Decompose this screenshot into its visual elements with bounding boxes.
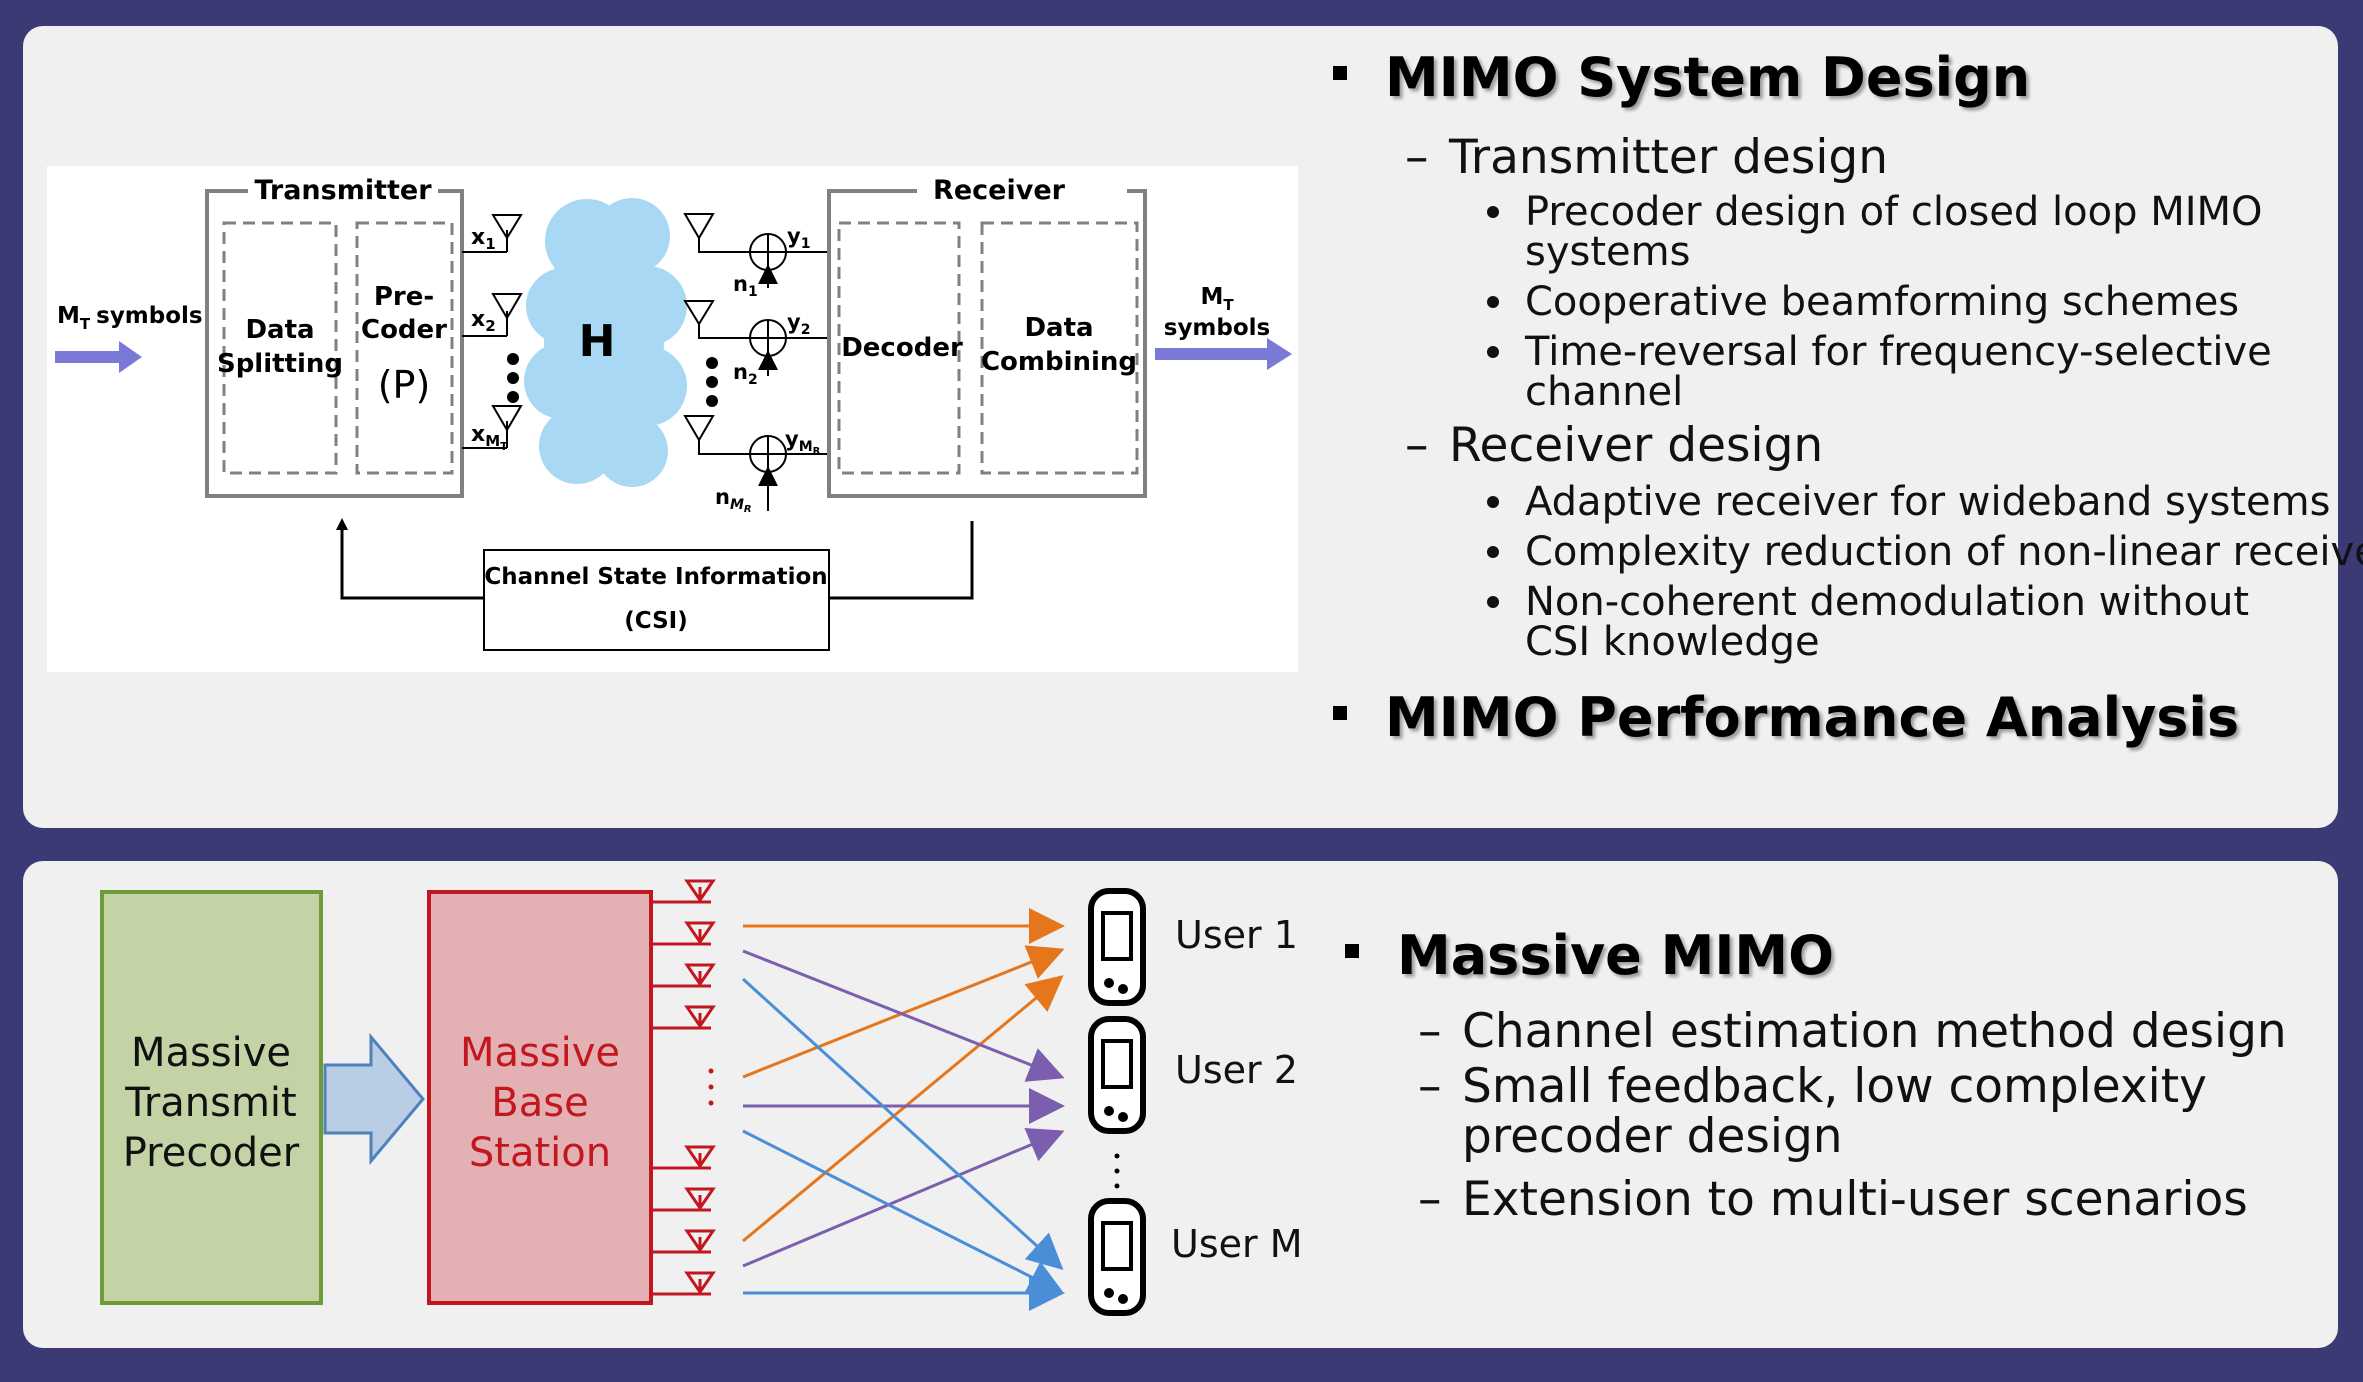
csi-feedback-arrowhead xyxy=(336,518,348,530)
tx-item-3: Time-reversal for frequency-selective ch… xyxy=(1487,329,2285,415)
massive-transmit-precoder-box xyxy=(100,890,323,1305)
noise-label-1: n1 xyxy=(733,272,758,300)
transmitter-title: Transmitter xyxy=(254,175,432,206)
rx-item-1: Adaptive receiver for wideband systems xyxy=(1487,479,2331,525)
precoder-to-bs-arrow xyxy=(323,1032,425,1166)
output-arrow xyxy=(1155,338,1292,370)
user-1-label: User 1 xyxy=(1175,913,1298,957)
massive-item-1-text: Channel estimation method design xyxy=(1462,1004,2287,1059)
heading-massive-mimo: Massive MIMO xyxy=(1345,924,1834,987)
decoder-label: Decoder xyxy=(841,333,963,363)
precoder-box-line3: Precoder xyxy=(123,1130,300,1176)
tx-label-2: x2 xyxy=(471,307,496,335)
precoder-box-line2: Transmit xyxy=(124,1080,296,1126)
rx-item-3-text: Non-coherent demodulation without CSI kn… xyxy=(1525,579,2250,665)
rx-item-1-text: Adaptive receiver for wideband systems xyxy=(1525,479,2331,525)
massive-item-1: –Channel estimation method design xyxy=(1418,1004,2287,1059)
rx-item-3: Non-coherent demodulation without CSI kn… xyxy=(1487,579,2315,665)
tx-label-1: x1 xyxy=(471,225,496,253)
precoder-box xyxy=(355,221,454,475)
precoder-box-line1: Massive xyxy=(131,1030,291,1076)
rx-output-1: y1 xyxy=(787,224,810,252)
receiver-design-item: –Receiver design xyxy=(1405,418,1824,473)
tx-label-m: xMT xyxy=(471,422,508,453)
rx-item-2-text: Complexity reduction of non-linear recei… xyxy=(1525,529,2363,575)
antenna-dots xyxy=(708,1068,714,1106)
heading-mimo-performance-analysis: MIMO Performance Analysis xyxy=(1333,686,2239,749)
phone-icon-user-m xyxy=(1088,1198,1146,1316)
data-splitting-line1: Data xyxy=(245,315,314,345)
heading-mimo-system-design: MIMO System Design xyxy=(1333,46,2030,109)
heading-massive-mimo-text: Massive MIMO xyxy=(1397,924,1835,987)
tx-antennas xyxy=(462,214,523,449)
data-splitting-line2: Splitting xyxy=(217,349,343,379)
heading-mimo-performance-text: MIMO Performance Analysis xyxy=(1385,686,2240,749)
data-combining-line1: Data xyxy=(1024,313,1093,343)
precoder-symbol: (P) xyxy=(378,363,431,407)
massive-base-station-box xyxy=(427,890,653,1305)
noise-label-2: n2 xyxy=(733,360,758,388)
data-splitting-box xyxy=(222,221,338,475)
phone-icon-user-2 xyxy=(1088,1016,1146,1134)
user-links xyxy=(741,908,1065,1311)
bullet-square xyxy=(1345,944,1359,959)
output-label-line2: symbols xyxy=(1164,315,1271,341)
data-combining-box xyxy=(980,221,1139,475)
tx-item-1: Precoder design of closed loop MIMO syst… xyxy=(1487,189,2285,275)
bs-box-line3: Station xyxy=(469,1130,611,1176)
tx-dots xyxy=(507,353,519,403)
tx-item-2: Cooperative beamforming schemes xyxy=(1487,279,2240,325)
channel-cloud xyxy=(524,198,687,487)
tx-item-1-text: Precoder design of closed loop MIMO syst… xyxy=(1525,189,2263,275)
data-combining-line2: Combining xyxy=(981,347,1137,377)
noise-label-m: nMR xyxy=(715,485,752,515)
bs-box-line1: Massive xyxy=(460,1030,620,1076)
massive-mimo-diagram: Massive Transmit Precoder Massive Base S… xyxy=(100,879,1302,1316)
output-label-line1: MT xyxy=(1200,284,1234,314)
user-2-label: User 2 xyxy=(1175,1048,1298,1092)
bs-box-line2: Base xyxy=(491,1080,588,1126)
precoder-line2: Coder xyxy=(361,315,447,345)
rx-dots xyxy=(706,357,718,407)
decoder-box xyxy=(837,221,961,475)
csi-feedback-lines xyxy=(340,521,974,600)
tx-item-3-text: Time-reversal for frequency-selective ch… xyxy=(1525,329,2272,415)
rx-output-2: y2 xyxy=(787,310,810,338)
rx-item-2: Complexity reduction of non-linear recei… xyxy=(1487,529,2363,575)
bullet-square xyxy=(1333,66,1347,81)
channel-label: H xyxy=(579,316,616,367)
transmitter-design-text: Transmitter design xyxy=(1449,130,1888,185)
input-arrow xyxy=(55,341,142,373)
massive-item-3: –Extension to multi-user scenarios xyxy=(1418,1172,2248,1227)
bullet-square xyxy=(1333,706,1347,721)
rx-output-m: yMR xyxy=(785,427,821,457)
tx-item-2-text: Cooperative beamforming schemes xyxy=(1525,279,2240,325)
receiver-design-text: Receiver design xyxy=(1449,418,1824,473)
user-m-label: User M xyxy=(1171,1222,1302,1266)
csi-box xyxy=(483,549,830,651)
bs-antennas xyxy=(651,879,716,1296)
user-dots xyxy=(1114,1153,1120,1189)
receiver-title: Receiver xyxy=(933,175,1066,206)
csi-label-line1: Channel State Information xyxy=(484,564,827,590)
transmitter-design-item: –Transmitter design xyxy=(1405,130,1888,185)
massive-item-3-text: Extension to multi-user scenarios xyxy=(1462,1172,2248,1227)
precoder-line1: Pre- xyxy=(374,282,434,312)
heading-mimo-system-design-text: MIMO System Design xyxy=(1385,46,2031,109)
csi-label-line2: (CSI) xyxy=(624,608,687,634)
massive-item-2: –Small feedback, low complexity precoder… xyxy=(1418,1059,2207,1164)
rx-antennas xyxy=(683,213,827,473)
phone-icon-user-1 xyxy=(1088,888,1146,1006)
massive-item-2-text: Small feedback, low complexity precoder … xyxy=(1462,1059,2207,1164)
